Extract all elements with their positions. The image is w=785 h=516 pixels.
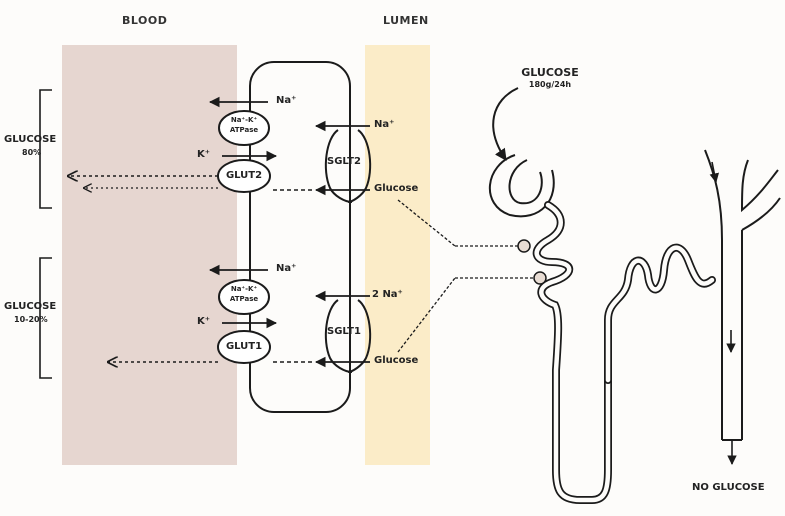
reabsorption-site-upper <box>518 240 530 252</box>
glut2-label: GLUT2 <box>222 170 266 181</box>
pump-label-upper-line1: Na⁺-K⁺ <box>226 116 262 124</box>
proximal-tubule <box>537 205 608 500</box>
blood-region <box>62 45 237 465</box>
sglt2-label: SGLT2 <box>327 156 361 167</box>
pump-k-upper: K⁺ <box>197 149 210 160</box>
glucose-range-label-upper: GLUCOSE <box>4 134 56 145</box>
lumen-glucose-lower: Glucose <box>374 355 418 366</box>
filtered-glucose-amount: 180g/24h <box>510 80 590 89</box>
filtration-arrow <box>493 88 518 160</box>
pump-na-upper: Na⁺ <box>276 95 296 106</box>
blood-header: BLOOD <box>122 14 167 27</box>
pump-na-lower: Na⁺ <box>276 263 296 274</box>
glucose-range-value-upper: 80% <box>22 148 41 157</box>
bracket-upper <box>40 90 52 208</box>
no-glucose-label: NO GLUCOSE <box>692 482 765 493</box>
lumen-region <box>365 45 430 465</box>
glucose-range-label-lower: GLUCOSE <box>4 301 56 312</box>
collecting-duct <box>705 150 780 440</box>
pump-label-upper-line2: ATPase <box>226 126 262 134</box>
sglt1-label: SGLT1 <box>327 326 361 337</box>
pump-label-lower-line2: ATPase <box>226 295 262 303</box>
epithelial-cell <box>250 62 350 412</box>
lumen-na-lower: 2 Na⁺ <box>372 289 403 300</box>
glucose-range-value-lower: 10-20% <box>14 315 48 324</box>
lumen-glucose-upper: Glucose <box>374 183 418 194</box>
filtered-glucose-label: GLUCOSE <box>510 66 590 79</box>
lumen-header: LUMEN <box>383 14 429 27</box>
pump-k-lower: K⁺ <box>197 316 210 327</box>
glut1-label: GLUT1 <box>222 341 266 352</box>
distal-tubule <box>608 248 712 380</box>
reabsorption-site-lower <box>534 272 546 284</box>
bowmans-capsule <box>490 155 554 216</box>
pump-label-lower-line1: Na⁺-K⁺ <box>226 285 262 293</box>
lumen-na-upper: Na⁺ <box>374 119 394 130</box>
